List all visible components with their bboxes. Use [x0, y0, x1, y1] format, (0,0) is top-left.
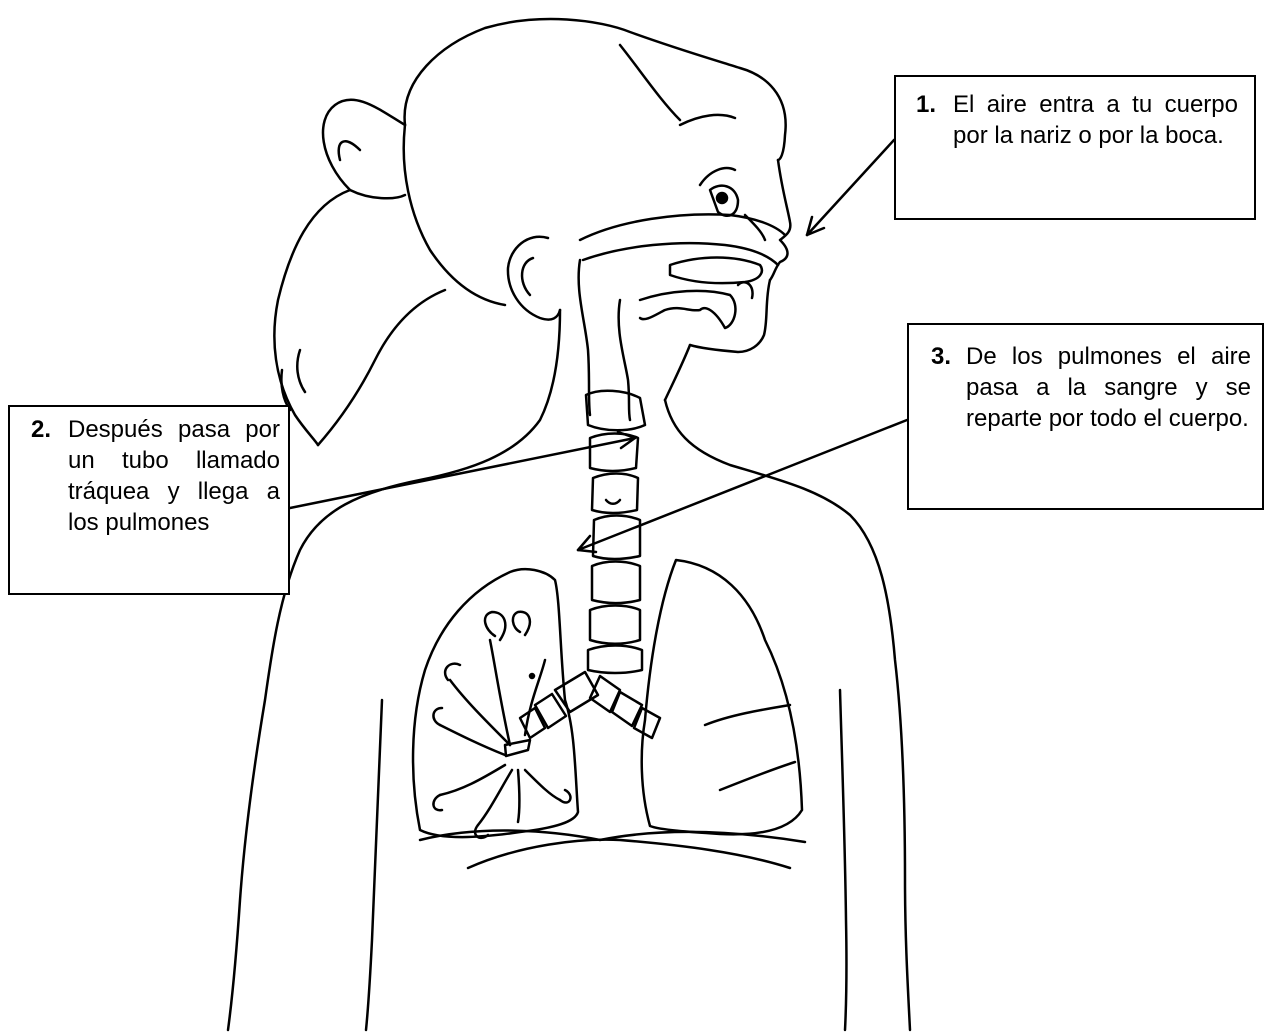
bronchi-drawing [520, 672, 660, 738]
left-lung-drawing [413, 569, 578, 838]
callout-step-3: 3. De los pulmones el aire pasa a la san… [907, 323, 1264, 510]
callout-step-1: 1. El aire entra a tu cuerpo por la nari… [894, 75, 1256, 220]
leader-line-2 [290, 438, 635, 508]
body-outline-drawing [228, 310, 910, 1030]
upper-airway-drawing [579, 214, 785, 420]
trachea-drawing [586, 391, 645, 673]
step-3-number: 3. [931, 341, 951, 372]
right-lung-drawing [642, 560, 802, 834]
ear-drawing [508, 237, 560, 320]
step-1-text: El aire entra a tu cuerpo por la nariz o… [953, 89, 1238, 151]
step-2-text: Después pasa por un tubo llamado tráquea… [68, 414, 280, 538]
step-3-text: De los pulmones el aire pasa a la sangre… [966, 341, 1251, 434]
hair-drawing [274, 19, 785, 445]
callout-step-2: 2. Después pasa por un tubo llamado tráq… [8, 405, 290, 595]
leader-line-1 [807, 140, 894, 235]
step-1-number: 1. [916, 89, 936, 120]
step-2-number: 2. [31, 414, 51, 445]
